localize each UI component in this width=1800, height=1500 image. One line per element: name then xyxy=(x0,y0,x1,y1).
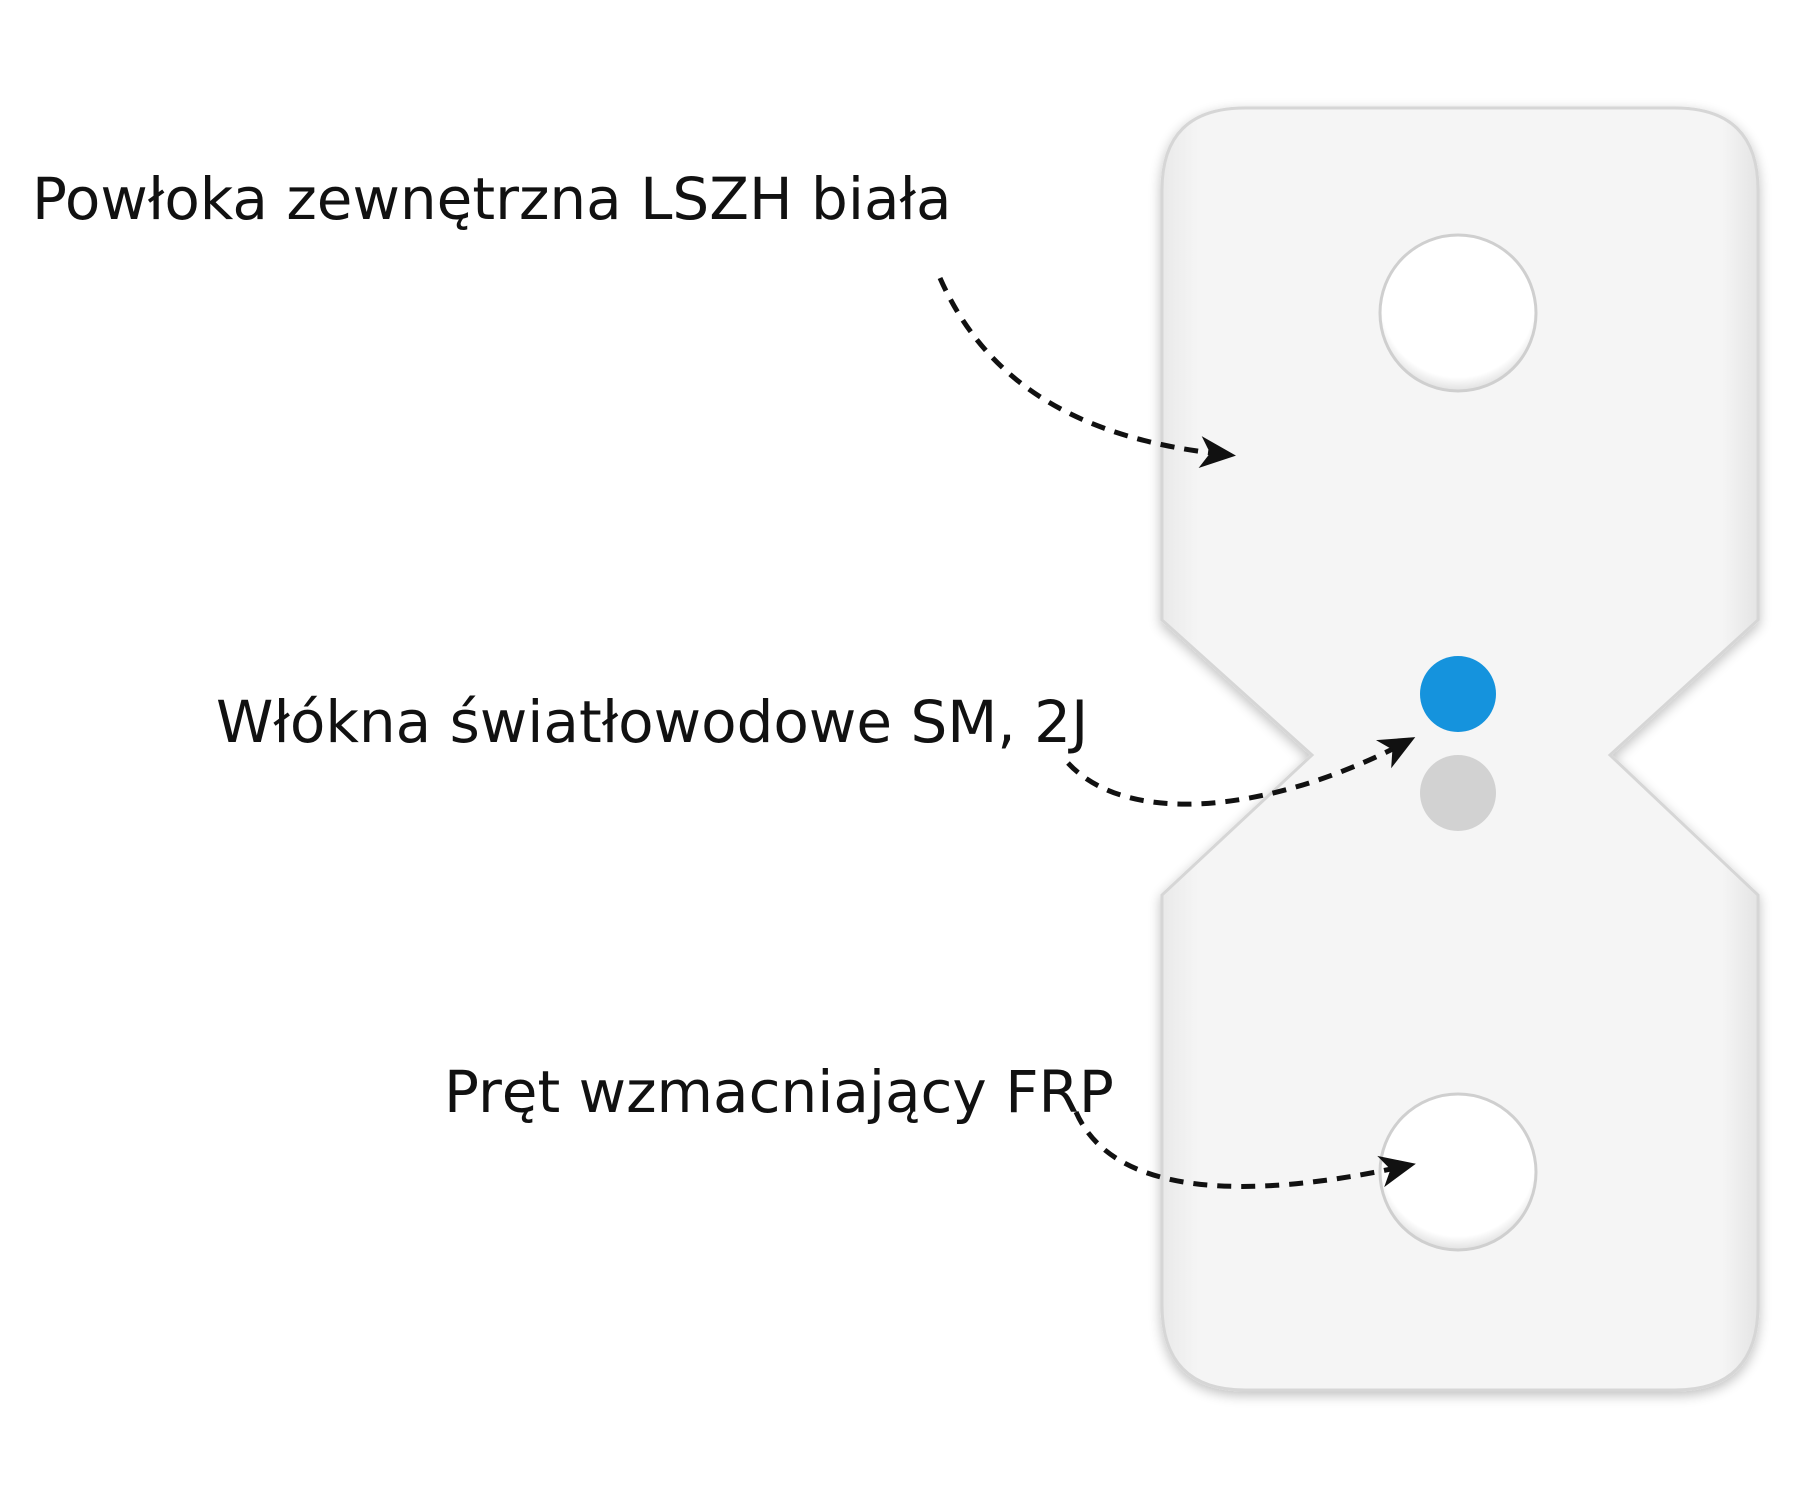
label-optical-fibers: Włókna światłowodowe SM, 2J xyxy=(216,688,1089,756)
arrow-to-frp-rod xyxy=(1073,1110,1416,1189)
label-outer-sheath: Powłoka zewnętrzna LSZH biała xyxy=(32,165,952,233)
lower-frp-hole xyxy=(1378,1092,1538,1252)
fiber-gray xyxy=(1420,755,1496,831)
fiber-blue xyxy=(1420,656,1496,732)
arrow-to-sheath xyxy=(937,276,1236,469)
cable-sheath xyxy=(1160,106,1760,1392)
arrow-to-fibers xyxy=(1066,737,1416,807)
label-frp-rod: Pręt wzmacniający FRP xyxy=(444,1058,1114,1126)
upper-frp-hole xyxy=(1378,233,1538,393)
